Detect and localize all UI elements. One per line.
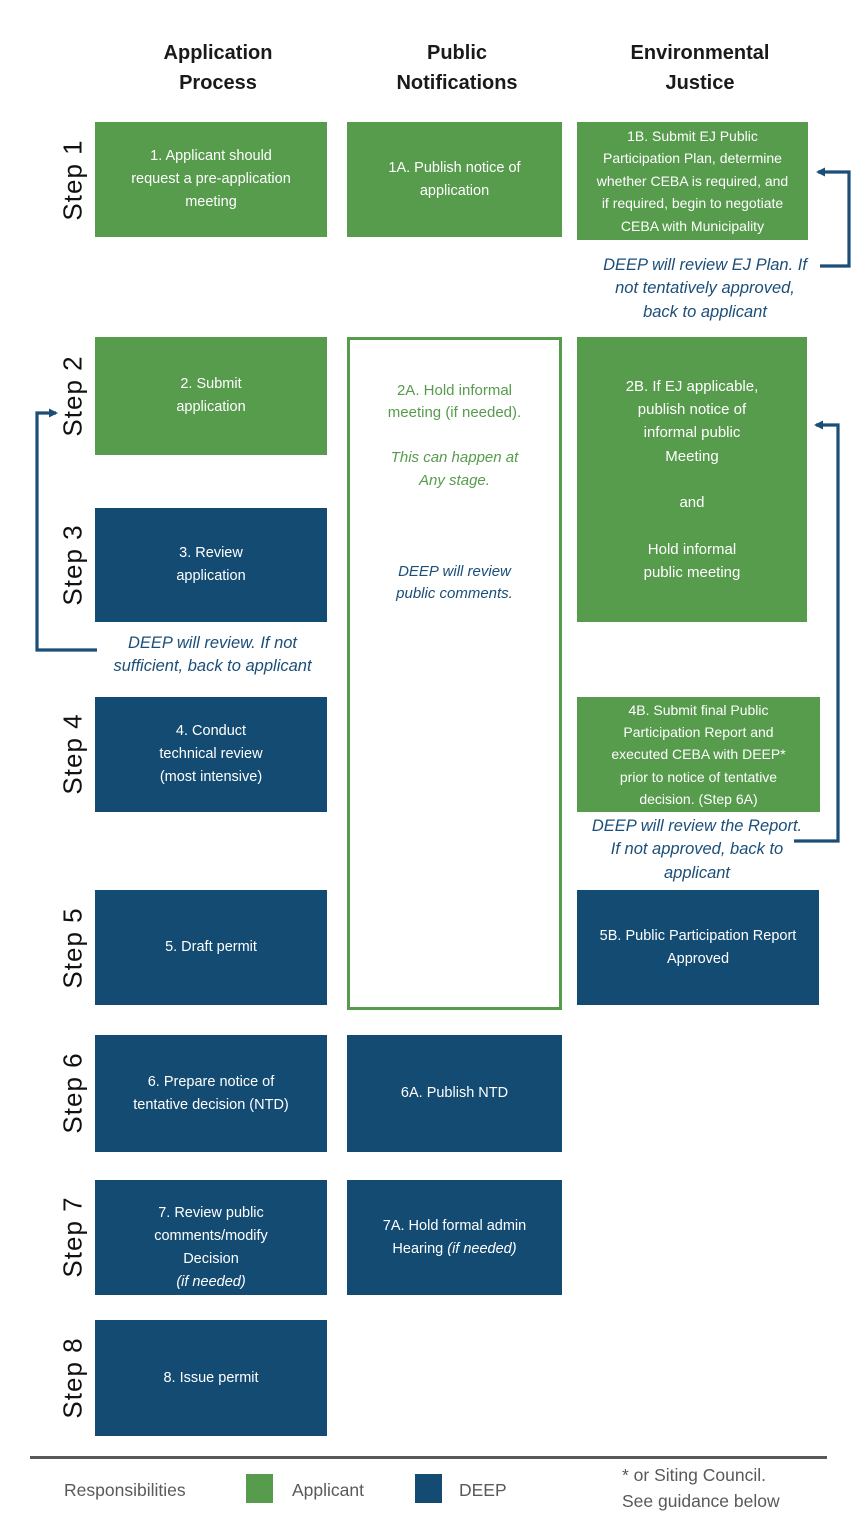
step-label-4: Step 4 <box>57 713 88 795</box>
box-1b-ej-plan: 1B. Submit EJ Public Participation Plan,… <box>577 122 808 240</box>
legend-swatch-deep <box>415 1474 442 1503</box>
box-1-preapplication-meeting: 1. Applicant should request a pre-applic… <box>95 122 327 237</box>
box-2a-deep-review-text: DEEP will review public comments. <box>396 562 513 603</box>
step-label-7: Step 7 <box>57 1196 88 1278</box>
box-7-italic-text: (if needed) <box>176 1273 246 1290</box>
legend-label-applicant: Applicant <box>292 1480 364 1500</box>
note-report-review: DEEP will review the Report. If not appr… <box>591 817 803 882</box>
box-7-review-comments: 7. Review public comments/modify Decisio… <box>95 1180 327 1295</box>
step-label-1: Step 1 <box>57 139 88 221</box>
box-8-issue-permit: 8. Issue permit <box>95 1320 327 1436</box>
legend-footnote: * or Siting Council. See guidance below <box>622 1465 780 1512</box>
box-6a-publish-ntd: 6A. Publish NTD <box>347 1035 562 1152</box>
note-ej-plan-review: DEEP will review EJ Plan. If not tentati… <box>603 256 807 321</box>
step-label-2: Step 2 <box>57 355 88 437</box>
column-header-application-process: Application Process <box>163 42 273 94</box>
legend-divider <box>30 1456 827 1459</box>
box-3-review-application: 3. Review application <box>95 508 327 622</box>
box-7-main-text: 7. Review public comments/modify Decisio… <box>154 1205 268 1267</box>
legend-label-deep: DEEP <box>459 1480 507 1500</box>
column-header-public-notifications: Public Notifications <box>396 42 518 94</box>
box-7a-italic-text: (if needed) <box>447 1240 517 1257</box>
box-4b-participation-report: 4B. Submit final Public Participation Re… <box>577 697 820 812</box>
box-7a-main-text: 7A. Hold formal admin Hearing <box>382 1218 527 1257</box>
column-header-environmental-justice: Environmental Justice <box>630 42 770 94</box>
step-label-3: Step 3 <box>57 524 88 606</box>
box-4-technical-review: 4. Conduct technical review (most intens… <box>95 697 327 812</box>
box-2a-informal-meeting: 2A. Hold informal meeting (if needed). T… <box>347 337 562 1010</box>
step-label-5: Step 5 <box>57 907 88 989</box>
box-2-submit-application: 2. Submit application <box>95 337 327 455</box>
legend-swatch-applicant <box>246 1474 273 1503</box>
step-label-8: Step 8 <box>57 1337 88 1419</box>
box-5b-report-approved: 5B. Public Participation Report Approved <box>577 890 819 1005</box>
box-7a-formal-hearing: 7A. Hold formal admin Hearing (if needed… <box>347 1180 562 1295</box>
box-5-draft-permit: 5. Draft permit <box>95 890 327 1005</box>
box-2b-ej-notice-meeting: 2B. If EJ applicable, publish notice of … <box>577 337 807 622</box>
box-2a-main-text: 2A. Hold informal meeting (if needed). <box>387 381 522 422</box>
step-label-6: Step 6 <box>57 1052 88 1134</box>
note-application-review: DEEP will review. If not sufficient, bac… <box>113 634 312 676</box>
legend-title: Responsibilities <box>64 1480 186 1500</box>
box-6-prepare-ntd: 6. Prepare notice of tentative decision … <box>95 1035 327 1152</box>
arrow-ej-plan-back-to-applicant <box>816 167 851 268</box>
box-1a-publish-notice: 1A. Publish notice of application <box>347 122 562 237</box>
box-2a-italic-text: This can happen at Any stage. <box>390 449 519 489</box>
